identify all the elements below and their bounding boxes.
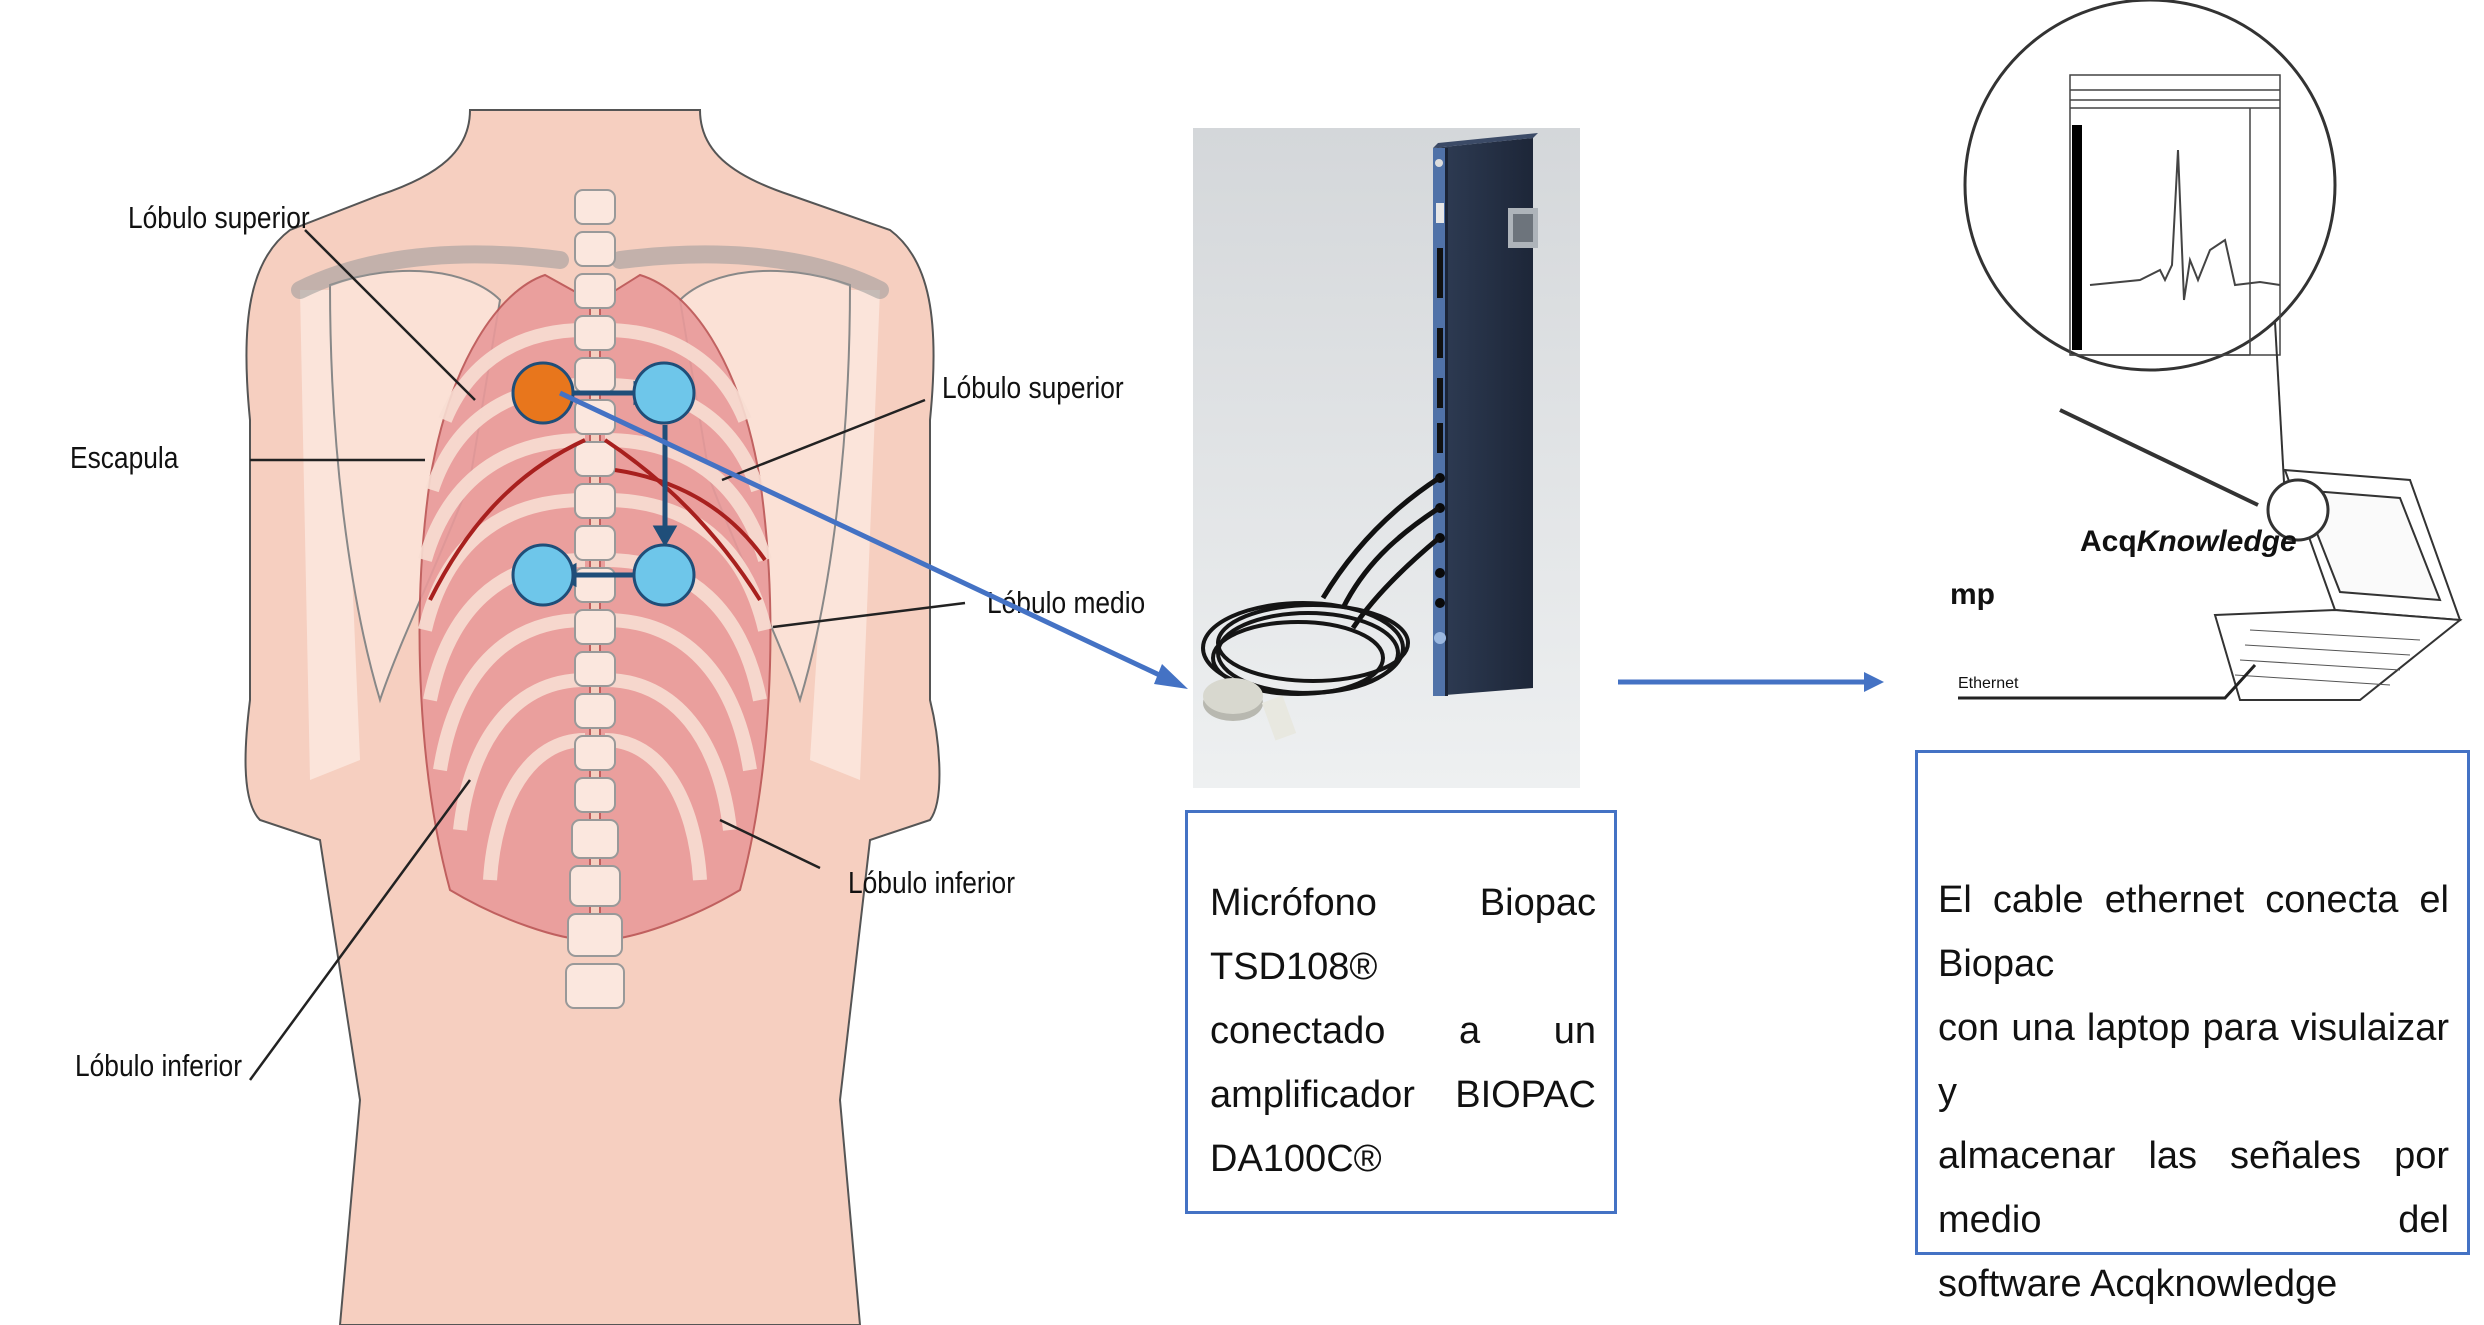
biopac-device-photo (1193, 128, 1580, 788)
device-line-1: Micrófono Biopac TSD108® (1210, 871, 1596, 999)
laptop-line-4: software Acqknowledge (1938, 1252, 2449, 1316)
laptop-diagram (1940, 0, 2484, 730)
laptop-line-3: almacenar las señales por medio del (1938, 1124, 2449, 1252)
acq-prefix: Acq (2080, 525, 2137, 558)
laptop-line-1: El cable ethernet conecta el Biopac (1938, 868, 2449, 996)
ethernet-label: Ethernet (1958, 675, 2018, 693)
device-line-4: DA100C® (1210, 1127, 1596, 1191)
arrow-to-device-head (1154, 664, 1188, 689)
laptop-line-2: con una laptop para visulaizar y (1938, 996, 2449, 1124)
laptop-description-box: El cable ethernet conecta el Biopac con … (1915, 750, 2470, 1255)
arrow-to-device (560, 393, 1170, 680)
device-line-3: amplificador BIOPAC (1210, 1063, 1596, 1127)
acqknowledge-label: AcqKnowledge (2080, 525, 2297, 559)
device-description-box: Micrófono Biopac TSD108® conectado a un … (1185, 810, 1617, 1214)
laptop-outline (2215, 470, 2460, 700)
arrow-to-laptop-head (1864, 672, 1884, 692)
mp-label: mp (1950, 578, 1995, 612)
acq-italic: Knowledge (2137, 525, 2297, 558)
device-line-2: conectado a un (1210, 999, 1596, 1063)
